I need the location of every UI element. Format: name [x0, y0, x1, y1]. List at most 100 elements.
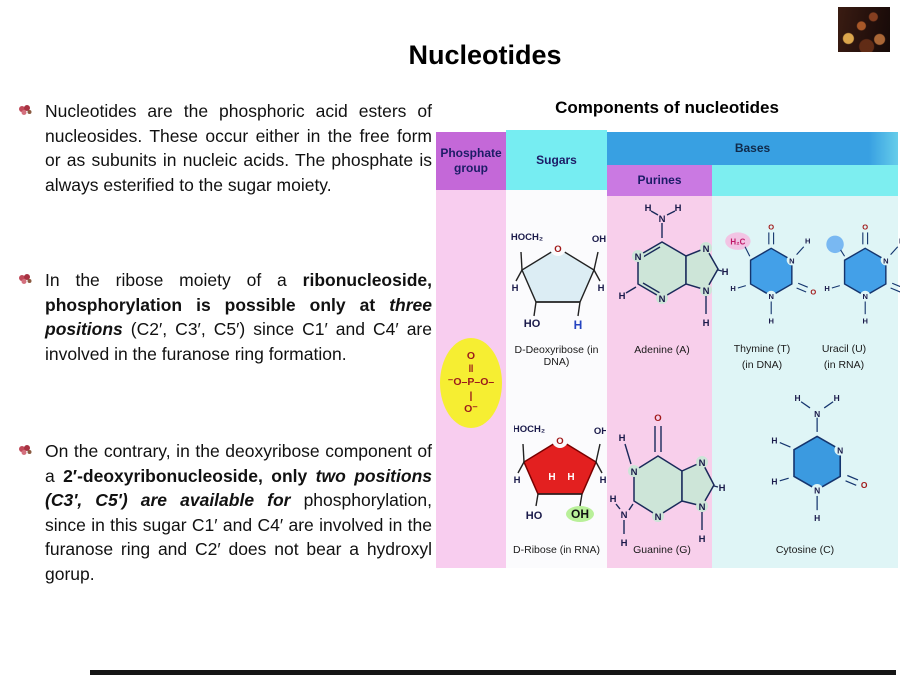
bullet-3-run3: two positions (C3', C5') are available f… — [45, 465, 432, 511]
atom-label: O — [554, 244, 561, 255]
pyrimidines-strip — [712, 165, 898, 196]
atom-label: H — [824, 284, 829, 293]
header-purines: Purines — [607, 165, 712, 196]
phosphate-structure: O ‖ ⁻O–P–O– | O⁻ — [440, 338, 502, 428]
bullet-1: Nucleotides are the phosphoric acid este… — [18, 99, 432, 197]
atom-label: N — [699, 502, 706, 513]
atom-label: N — [635, 252, 642, 263]
atom-label: H — [722, 267, 728, 278]
atom-label: H — [730, 284, 735, 293]
atom-label: O — [810, 287, 816, 296]
thymine-caption: Thymine (T) — [733, 343, 791, 355]
thymine-caption-2: (in DNA) — [741, 359, 783, 371]
atom-label: H — [862, 317, 867, 326]
atom-label: N — [655, 512, 662, 523]
guanine-caption: Guanine (G) — [633, 544, 691, 556]
ribose-caption: D-Ribose (in RNA) — [513, 544, 600, 556]
phosphate-o-top: O — [466, 350, 476, 363]
diagram-title: Components of nucleotides — [555, 98, 779, 117]
bullet-3-text: On the contrary, in the deoxyribose comp… — [45, 439, 432, 586]
atom-label: H — [703, 318, 710, 329]
components-diagram: Phosphate group Sugars Bases Purines O ‖… — [436, 130, 900, 568]
atom-label: H — [771, 436, 777, 446]
flower-bullet-icon — [18, 103, 32, 121]
bullet-1-text: Nucleotides are the phosphoric acid este… — [45, 99, 432, 197]
header-phosphate-group: Phosphate group — [436, 132, 506, 190]
atom-label: H — [719, 483, 726, 494]
atom-label: H — [768, 317, 773, 326]
phosphate-single-bond: | — [469, 389, 473, 402]
uracil-caption: Uracil (U) — [821, 343, 867, 355]
header-bases: Bases — [607, 132, 898, 165]
atom-label: HOCH₂ — [514, 424, 545, 435]
atom-label: N — [703, 244, 710, 255]
atom-label: H — [621, 538, 628, 549]
phosphate-double-bond: ‖ — [468, 363, 474, 376]
uracil-caption-2: (in RNA) — [823, 359, 865, 371]
bullet-2: In the ribose moiety of a ribonucleoside… — [18, 268, 432, 366]
atom-label: H — [795, 393, 801, 403]
atom-label: N — [768, 292, 773, 301]
atom-label: H₂C — [730, 237, 745, 246]
bullet-2-run3: three positions — [45, 294, 432, 340]
atom-label: N — [814, 409, 820, 419]
atom-label: OH — [571, 507, 589, 521]
atom-label: N — [699, 458, 706, 469]
phosphate-o-bottom: O⁻ — [464, 402, 478, 415]
atom-label: H — [834, 393, 840, 403]
atom-label: H — [814, 513, 820, 523]
atom-label: HO — [526, 510, 543, 522]
atom-label: N — [703, 286, 710, 297]
atom-label: N — [814, 485, 820, 495]
atom-label: H — [514, 475, 521, 486]
atom-label: OH — [594, 426, 606, 437]
atom-label: N — [659, 214, 666, 225]
atom-label: H — [512, 283, 519, 294]
bullet-3-run2: 2′-deoxyribonucleoside, only — [63, 465, 316, 486]
atom-label: N — [659, 294, 666, 305]
atom-label: H — [699, 534, 706, 545]
atom-label: H — [610, 494, 617, 505]
atom-label: H — [771, 476, 777, 486]
atom-label: N — [862, 292, 867, 301]
guanine-structure: O H N H N H N N H N H — [610, 413, 726, 549]
bullet-3-run4: phosphorylation, since in this sugar C1′… — [45, 490, 432, 584]
bottom-bar — [90, 670, 896, 675]
atom-label: H — [598, 283, 605, 294]
uracil-structure: O H N O H N H — [824, 222, 900, 326]
atom-label: H — [675, 203, 682, 214]
atom-label: O — [768, 222, 774, 231]
deoxyribose-caption: D-Deoxyribose (in DNA) — [514, 344, 599, 368]
flower-bullet-icon — [18, 443, 32, 461]
adenine-caption: Adenine (A) — [634, 344, 690, 356]
decorative-photo — [838, 7, 890, 52]
bullet-2-text: In the ribose moiety of a ribonucleoside… — [45, 268, 432, 366]
atom-label: N — [883, 256, 888, 265]
atom-label: H — [619, 433, 626, 444]
atom-label: H — [899, 237, 900, 246]
bullet-2-run2: ribonucleoside, phosphorylation is possi… — [45, 270, 432, 315]
atom-label: O — [556, 436, 563, 447]
atom-label: HOCH₂ — [511, 232, 543, 243]
cytosine-caption: Cytosine (C) — [775, 544, 835, 556]
bullet-2-run1: In the ribose moiety of a — [45, 270, 303, 290]
atom-label: O — [862, 222, 868, 231]
atom-label: O — [654, 413, 661, 424]
atom-label: HO — [524, 318, 541, 330]
atom-label: H — [548, 472, 555, 483]
atom-label: H — [600, 475, 606, 486]
atom-label: H — [645, 203, 652, 214]
atom-label: N — [789, 256, 794, 265]
page-title: Nucleotides — [408, 40, 562, 70]
atom-label: H — [805, 237, 810, 246]
phosphate-mid: ⁻O–P–O– — [447, 376, 495, 389]
atom-label: H — [619, 291, 626, 302]
adenine-structure: H H N N H N N H N H — [619, 203, 728, 329]
cytosine-structure: H H N H N O H N H — [771, 393, 868, 523]
header-sugars: Sugars — [506, 130, 607, 190]
bullet-2-run4: (C2′, C3′, C5′) since C1′ and C4′ are in… — [45, 319, 432, 364]
flower-bullet-icon — [18, 272, 32, 290]
atom-label: N — [631, 467, 638, 478]
atom-label: H — [567, 472, 574, 483]
